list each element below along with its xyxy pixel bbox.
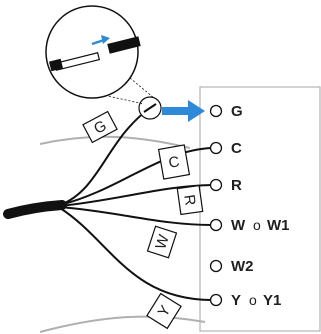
terminal-separator-w: o	[253, 217, 261, 233]
terminal-screw-g	[209, 104, 223, 118]
terminal-label-g: G	[231, 103, 243, 120]
wire-c	[59, 147, 213, 206]
wire-y	[59, 207, 213, 301]
cable-bundle	[3, 200, 67, 219]
terminal-label-w1: W1	[267, 217, 290, 234]
wire-tag-w: W	[146, 225, 178, 259]
terminal-screw-r	[209, 178, 223, 192]
terminal-screw-w	[209, 218, 223, 232]
wire-tag-g: G	[82, 110, 118, 144]
terminal-screw-c	[209, 141, 223, 155]
gray-ground-wire-top	[39, 135, 191, 149]
terminal-label-r: R	[231, 177, 242, 194]
wire-tag-c-label: C	[167, 153, 181, 172]
wire-w	[59, 206, 213, 226]
terminal-label-w2: W2	[231, 258, 254, 275]
gray-ground-wire-bottom	[39, 315, 206, 333]
terminal-label-w: W	[231, 217, 246, 234]
wire-tag-c: C	[157, 144, 191, 180]
wire-g-stripped-end	[143, 103, 157, 113]
wire-tag-r: R	[176, 184, 204, 216]
arrow-right-icon	[162, 100, 205, 122]
wire-g	[59, 107, 151, 206]
callout-line-right	[129, 77, 155, 99]
wire-tag-y: Y	[146, 292, 182, 330]
magnifier-callout-icon	[45, 5, 141, 99]
terminal-screw-y	[209, 293, 223, 307]
terminal-separator-y: o	[249, 292, 257, 308]
terminal-label-y: Y	[231, 292, 241, 309]
terminal-screw-w2	[209, 259, 223, 273]
wire-tag-w-label: W	[152, 232, 173, 252]
terminal-label-c: C	[231, 140, 242, 157]
wire-tag-r-label: R	[180, 194, 198, 207]
terminal-label-y1: Y1	[263, 292, 281, 309]
